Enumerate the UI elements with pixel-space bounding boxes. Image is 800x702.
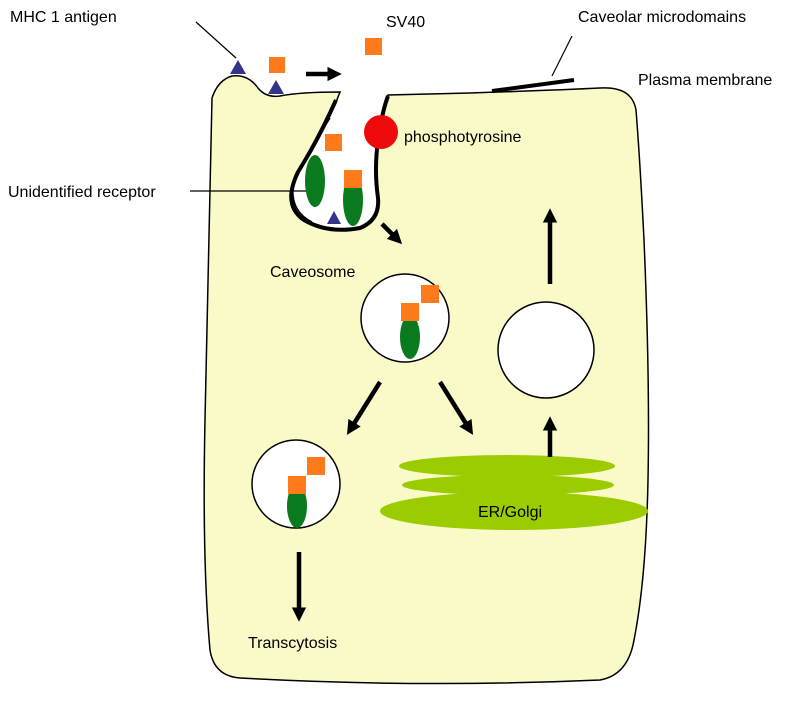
mhc-antigen-leader xyxy=(195,21,237,59)
phosphotyrosine-label: phosphotyrosine xyxy=(404,129,522,146)
arrow-to-er-golgi xyxy=(438,380,474,435)
receptor xyxy=(305,155,325,207)
receptor xyxy=(400,315,420,359)
sv40-particle xyxy=(307,457,325,475)
transcytosis-label: Transcytosis xyxy=(248,635,337,652)
er-golgi-cisterna xyxy=(380,492,648,530)
receptor xyxy=(287,484,307,528)
sv40-particle xyxy=(421,285,439,303)
mhc-antigen-triangle xyxy=(230,60,246,74)
plasma-membrane-label: Plasma membrane xyxy=(638,72,772,89)
secretory-vesicle xyxy=(497,301,595,399)
sv40-particle xyxy=(288,476,306,494)
sv40-particle xyxy=(344,170,362,188)
arrow-to-caveosome xyxy=(380,222,403,245)
mhc-antigen-triangle xyxy=(327,211,341,224)
sv40-particle xyxy=(325,134,342,151)
er-golgi-cisterna xyxy=(399,455,615,477)
phosphotyrosine-dot xyxy=(364,115,398,149)
caveolar-microdomains-leader xyxy=(551,35,573,77)
er-golgi-cisterna xyxy=(402,475,614,495)
caveosome-label: Caveosome xyxy=(270,264,355,281)
sv40-particle xyxy=(401,303,419,321)
caveola-pit-inner xyxy=(292,117,331,223)
mhc-antigen-label: MHC 1 antigen xyxy=(10,9,117,26)
unidentified-receptor-label: Unidentified receptor xyxy=(8,184,156,201)
sv40-particle xyxy=(269,57,285,73)
sv40-label: SV40 xyxy=(386,14,425,31)
er-golgi-label: ER/Golgi xyxy=(478,504,542,521)
mhc-antigen-triangle xyxy=(268,80,284,94)
caveolar-microdomain-segment xyxy=(491,78,575,93)
sv40-particle xyxy=(365,38,382,55)
caveolar-microdomains-label: Caveolar microdomains xyxy=(578,9,746,26)
arrow-to-transcytosis-vesicle xyxy=(346,380,382,435)
